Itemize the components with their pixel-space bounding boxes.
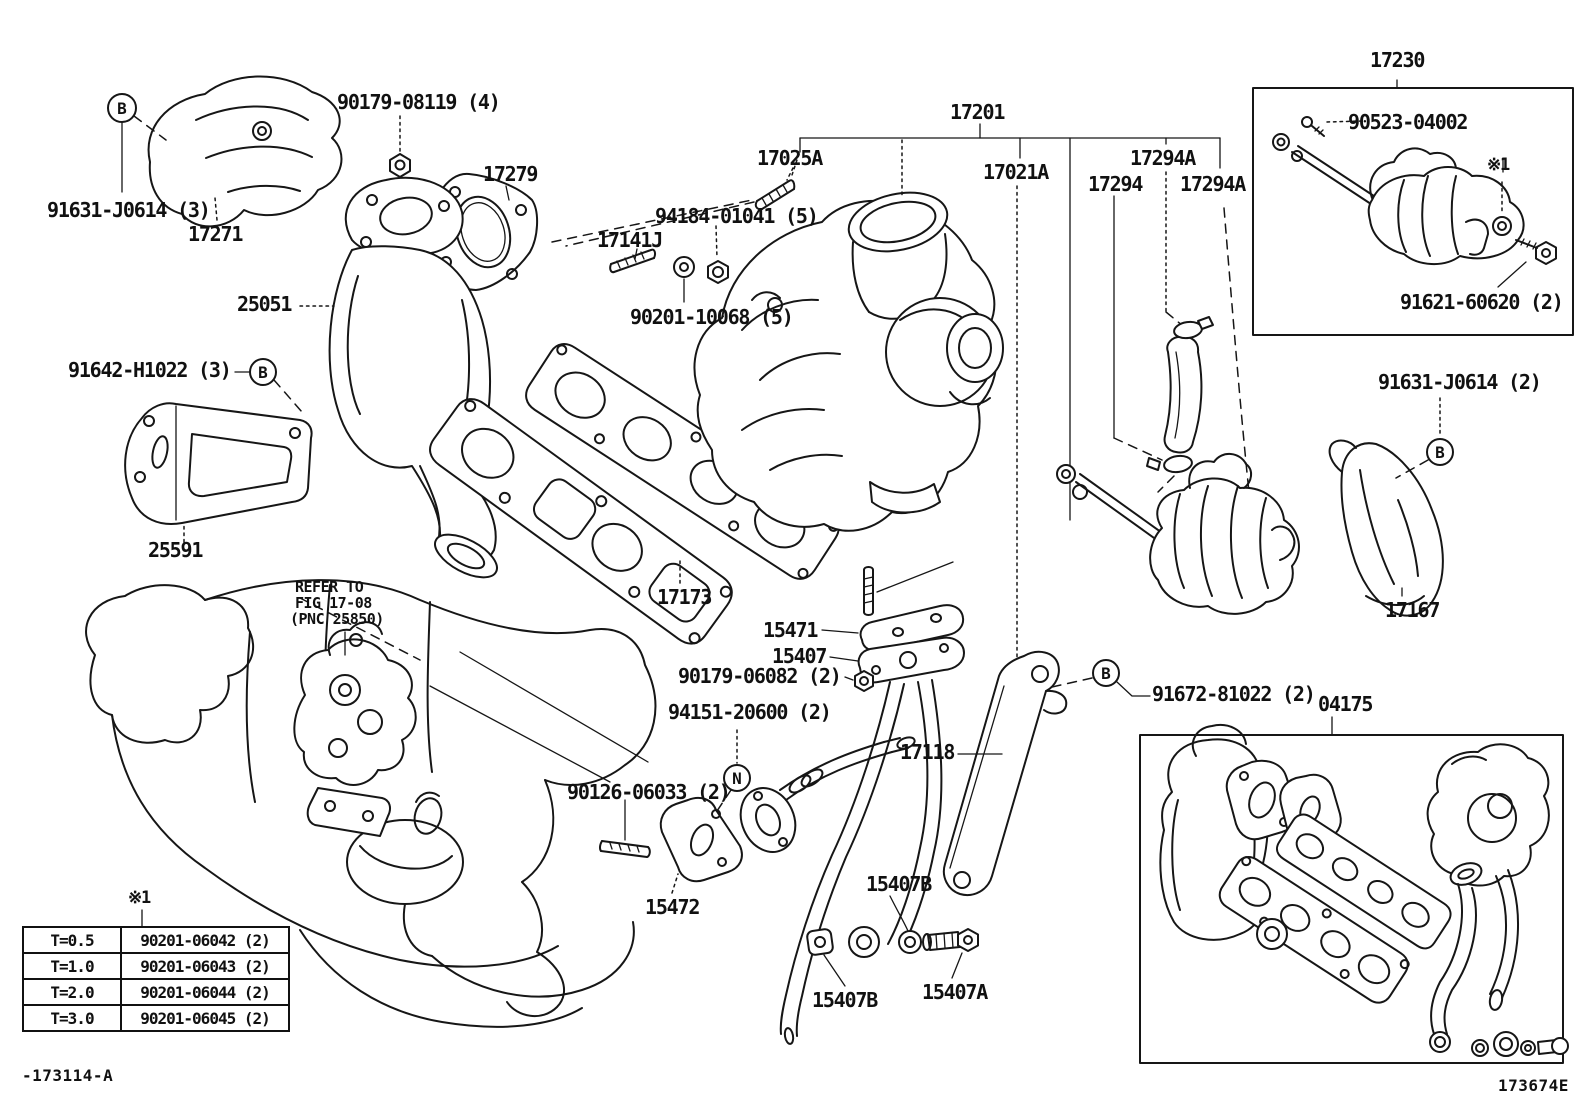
callout-b-3-letter: B	[1101, 664, 1111, 683]
part-label-94184-01041: 94184-01041 (5)	[655, 204, 819, 228]
part-label-15471: 15471	[763, 618, 818, 642]
table-row: T=0.5 90201-06042 (2)	[22, 926, 290, 954]
converter-25051-drawing	[299, 176, 498, 579]
part-label-91642-h1022: 91642-H1022 (3)	[68, 358, 232, 382]
thickness-cell: T=3.0	[22, 1004, 122, 1032]
part-label-17167: 17167	[1385, 598, 1440, 622]
thickness-cell: T=0.5	[22, 926, 122, 954]
part-label-17021a: 17021A	[983, 160, 1049, 184]
part-label-25591: 25591	[148, 538, 203, 562]
callout-b-3: B	[1092, 659, 1120, 687]
part-label-17294a-top: 17294A	[1130, 146, 1196, 170]
callout-n-1-letter: N	[732, 769, 742, 788]
part-number-cell: 90201-06044 (2)	[120, 978, 290, 1006]
part-label-17173: 17173	[657, 585, 712, 609]
engine-block-drawing	[85, 579, 657, 1028]
part-label-15472: 15472	[645, 895, 700, 919]
gasket-17173-drawing	[429, 398, 733, 645]
part-label-15407b-lower: 15407B	[812, 988, 878, 1012]
nut-90179-08119-drawing	[389, 115, 411, 178]
part-label-25051: 25051	[237, 292, 292, 316]
part-label-90179-06082: 90179-06082 (2)	[678, 664, 842, 688]
figure-code-right: 173674E	[1498, 1076, 1569, 1095]
hose-17294-drawing	[1146, 316, 1214, 493]
thickness-cell: T=2.0	[22, 978, 122, 1006]
part-label-90201-10068: 90201-10068 (5)	[630, 305, 794, 329]
small-parts-bottom-drawing	[806, 895, 979, 987]
part-label-17141j: 17141J	[597, 228, 663, 252]
bracket-25591-drawing	[124, 371, 313, 543]
part-label-91631-j0614-2: 91631-J0614 (2)	[1378, 370, 1542, 394]
part-number-cell: 90201-06043 (2)	[120, 952, 290, 980]
part-label-15407b-upper: 15407B	[866, 872, 932, 896]
part-label-90126-06033: 90126-06033 (2)	[567, 780, 731, 804]
part-label-17201: 17201	[950, 100, 1005, 124]
part-label-90179-08119: 90179-08119 (4)	[337, 90, 501, 114]
part-label-17294a-right: 17294A	[1180, 172, 1246, 196]
part-label-91621-60620: 91621-60620 (2)	[1400, 290, 1564, 314]
callout-n-1: N	[723, 764, 751, 792]
part-label-17118: 17118	[900, 740, 955, 764]
part-label-15407: 15407	[772, 644, 827, 668]
note-refer-to-line2: FIG 17-08	[295, 594, 372, 612]
thickness-cell: T=1.0	[22, 952, 122, 980]
callout-circles: B B B B N	[107, 93, 1504, 927]
flange-15472-drawing	[599, 729, 916, 894]
table-row: T=2.0 90201-06044 (2)	[22, 978, 290, 1006]
reference-mark-table: ※1	[128, 888, 151, 908]
part-label-17294: 17294	[1088, 172, 1143, 196]
reference-mark-box: ※1	[1487, 155, 1510, 175]
manifold-turbo-drawing	[693, 191, 1004, 532]
heat-shield-17167-drawing	[1328, 397, 1444, 617]
studs-nuts-drawing	[565, 167, 796, 303]
callout-b-2: B	[249, 358, 277, 386]
box-04175-drawing	[1139, 716, 1569, 1064]
part-label-17271: 17271	[188, 222, 243, 246]
part-label-94151-20600: 94151-20600 (2)	[668, 700, 832, 724]
callout-b-4: B	[1426, 438, 1454, 466]
callout-b-2-letter: B	[258, 363, 268, 382]
thickness-table: T=0.5 90201-06042 (2) T=1.0 90201-06043 …	[22, 926, 290, 1032]
part-label-90523-04002: 90523-04002	[1348, 110, 1468, 134]
table-row: T=1.0 90201-06043 (2)	[22, 952, 290, 980]
part-label-17230: 17230	[1370, 48, 1425, 72]
part-label-04175: 04175	[1318, 692, 1373, 716]
callout-b-1: B	[107, 93, 137, 123]
box-17230-drawing	[1252, 79, 1574, 336]
part-label-17025a: 17025A	[757, 146, 823, 170]
stay-17118-drawing	[942, 650, 1151, 896]
part-label-91631-j0614-3: 91631-J0614 (3)	[47, 198, 211, 222]
egr-valve-drawing	[293, 621, 443, 837]
part-label-91672-81022: 91672-81022 (2)	[1152, 682, 1316, 706]
part-label-17279: 17279	[483, 162, 538, 186]
gasket-17279-drawing	[429, 172, 753, 291]
note-refer-to-line3: (PNC 25850)	[290, 610, 384, 628]
table-row: T=3.0 90201-06045 (2)	[22, 1004, 290, 1032]
part-number-cell: 90201-06045 (2)	[120, 1004, 290, 1032]
rear-manifold-gasket-drawing	[525, 343, 840, 580]
callout-b-4-letter: B	[1435, 443, 1445, 462]
note-refer-to-line1: REFER TO	[295, 578, 364, 596]
part-label-15407a: 15407A	[922, 980, 988, 1004]
part-number-cell: 90201-06042 (2)	[120, 926, 290, 954]
callout-b-1-letter: B	[117, 99, 127, 118]
actuator-drawing	[1056, 453, 1300, 615]
figure-code-left: -173114-A	[22, 1066, 114, 1085]
heat-shield-17271-drawing	[147, 75, 343, 228]
